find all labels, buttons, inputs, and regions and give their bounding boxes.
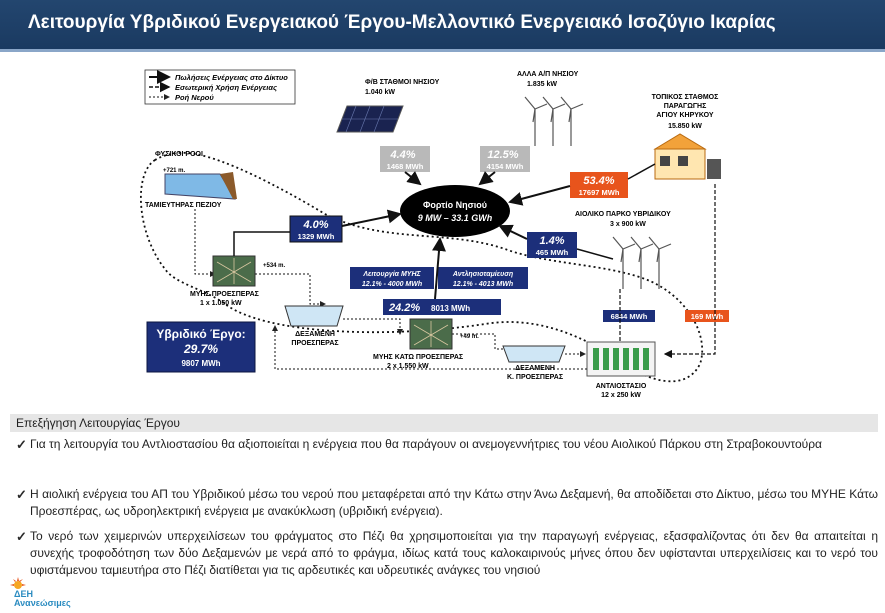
load-name: Φορτίο Νησιού bbox=[423, 200, 487, 210]
list-item: ✓ Η αιολική ενέργεια του ΑΠ του Υβριδικο… bbox=[10, 486, 878, 520]
load-value: 9 MW – 33.1 GWh bbox=[418, 213, 493, 223]
legend: Πωλήσεις Ενέργειας στο Δίκτυο Εσωτερική … bbox=[144, 69, 296, 105]
hpp-lower-pct: 24.2% bbox=[388, 302, 420, 314]
logo-text: ΔΕΗ Ανανεώσιμες bbox=[14, 590, 71, 608]
thermal-name-3: ΑΓΙΟΥ ΚΗΡΥΚΟΥ bbox=[656, 112, 714, 119]
list-item: ✓ Για τη λειτουργία του Αντλιοστασίου θα… bbox=[10, 436, 878, 453]
check-icon: ✓ bbox=[16, 487, 27, 502]
tank-prosperas-name-1: ΔΕΞΑΜΕΝΗ bbox=[295, 331, 335, 338]
hpp-operation-line-2: 12.1% - 4000 MWh bbox=[362, 281, 422, 288]
pump-station-power: 12 x 250 kW bbox=[601, 392, 641, 399]
pv-pct: 4.4% bbox=[389, 149, 415, 161]
wind-to-pump-energy: 6844 MWh bbox=[611, 312, 648, 321]
hybrid-wind-pct: 1.4% bbox=[539, 235, 564, 247]
list-item: ✓ Το νερό των χειμερινών υπερχειλίσεων τ… bbox=[10, 528, 878, 579]
pump-station-name: ΑΝΤΛΙΟΣΤΑΣΙΟ bbox=[596, 383, 647, 390]
hybrid-wind-name: ΑΙΟΛΙΚΟ ΠΑΡΚΟ ΥΒΡΙΔΙΚΟΥ bbox=[575, 211, 671, 218]
island-wind-power: 1.835 kW bbox=[527, 81, 557, 88]
grid-to-pump-energy: 169 MWh bbox=[691, 312, 724, 321]
thermal-pct: 53.4% bbox=[583, 175, 614, 187]
pump-storage-line-1: Αντλησιοταμίευση bbox=[452, 270, 513, 278]
legend-item-sales: Πωλήσεις Ενέργειας στο Δίκτυο bbox=[175, 73, 288, 82]
hpp-prosperas-name: ΜΥΗΣ ΠΡΟΕΣΠΕΡΑΣ bbox=[190, 291, 259, 298]
island-load: Φορτίο Νησιού 9 MW – 33.1 GWh bbox=[400, 185, 510, 237]
thermal-name-1: ΤΟΠΙΚΟΣ ΣΤΑΘΜΟΣ bbox=[652, 94, 719, 101]
reservoir-name: ΤΑΜΙΕΥΤΗΡΑΣ ΠΕΖΙΟΥ bbox=[145, 202, 222, 209]
header-bar: Λειτουργία Υβριδικού Ενεργειακού Έργου-Μ… bbox=[0, 0, 885, 52]
hpp-lower-prosperas: 24.2% 8013 MWh +49 m. ΜΥΗΣ ΚΑΤΩ ΠΡΟΕΣΠΕΡ… bbox=[373, 237, 511, 370]
hpp-prosperas: +534 m. ΜΥΗΣ ΠΡΟΕΣΠΕΡΑΣ 1 x 1.050 kW 4.0… bbox=[190, 209, 402, 307]
legend-item-water: Ροή Νερού bbox=[175, 93, 214, 102]
hpp-lower-power: 2 x 1.550 kW bbox=[387, 363, 429, 370]
logo-line-2: Ανανεώσιμες bbox=[14, 598, 71, 608]
wind-turbine-icon bbox=[524, 96, 584, 146]
hybrid-total: Υβριδικό Έργο: 29.7% 9807 MWh bbox=[146, 321, 256, 373]
island-wind-farm: ΑΛΛΑ Α/Π ΝΗΣΙΟΥ 1.835 kW 12.5% 4154 MWh bbox=[478, 71, 584, 186]
hybrid-boundary bbox=[139, 151, 704, 383]
pv-power: 1.040 kW bbox=[365, 89, 395, 96]
natural-flow-name: ΦΥΣΙΚΟΙ ΡΟΟΙ bbox=[155, 151, 203, 158]
pezi-elevation: +721 m. bbox=[163, 168, 186, 174]
energy-diagram: Πωλήσεις Ενέργειας στο Δίκτυο Εσωτερική … bbox=[125, 64, 765, 409]
thermal-power: 15.850 kW bbox=[668, 123, 702, 130]
check-icon: ✓ bbox=[16, 437, 27, 452]
island-wind-energy: 4154 MWh bbox=[487, 162, 524, 171]
thermal-name-2: ΠΑΡΑΓΩΓΗΣ bbox=[664, 103, 707, 110]
tank-prosperas: ΔΕΞΑΜΕΝΗ ΠΡΟΕΣΠΕΡΑΣ bbox=[284, 305, 403, 347]
explanation-title: Επεξήγηση Λειτουργίας Έργου bbox=[10, 414, 878, 432]
diagram-canvas: Πωλήσεις Ενέργειας στο Δίκτυο Εσωτερική … bbox=[139, 69, 729, 399]
tank-lower-prosperas: ΔΕΞΑΜΕΝΗ Κ. ΠΡΟΕΣΠΕΡΑΣ bbox=[502, 345, 586, 381]
legend-item-internal: Εσωτερική Χρήση Ενέργειας bbox=[175, 83, 277, 92]
hpp-lower-energy: 8013 MWh bbox=[431, 304, 470, 313]
island-wind-name: ΑΛΛΑ Α/Π ΝΗΣΙΟΥ bbox=[517, 71, 579, 78]
hpp-operation-line-1: Λειτουργία ΜΥΗΣ bbox=[362, 271, 421, 278]
thermal-energy: 17697 MWh bbox=[579, 188, 620, 197]
hpp-lower-name: ΜΥΗΣ ΚΑΤΩ ΠΡΟΕΣΠΕΡΑΣ bbox=[373, 354, 463, 361]
hpp-prosperas-energy: 1329 MWh bbox=[298, 232, 335, 241]
pump-station: ΑΝΤΛΙΟΣΤΑΣΙΟ 12 x 250 kW bbox=[272, 325, 656, 399]
bullet-text: Η αιολική ενέργεια του ΑΠ του Υβριδικού … bbox=[30, 487, 878, 518]
tank-lower-name-2: Κ. ΠΡΟΕΣΠΕΡΑΣ bbox=[507, 374, 563, 381]
bullet-text: Το νερό των χειμερινών υπερχειλίσεων του… bbox=[30, 529, 878, 577]
hybrid-pct: 29.7% bbox=[183, 342, 218, 356]
hpp-lower-elevation: +49 m. bbox=[460, 334, 479, 340]
company-logo bbox=[4, 576, 70, 608]
hpp-prosperas-elevation: +534 m. bbox=[263, 263, 286, 269]
power-plant-icon bbox=[653, 133, 721, 180]
hpp-prosperas-pct: 4.0% bbox=[302, 219, 328, 231]
thermal-station: ΤΟΠΙΚΟΣ ΣΤΑΘΜΟΣ ΠΑΡΑΓΩΓΗΣ ΑΓΙΟΥ ΚΗΡΥΚΟΥ … bbox=[508, 94, 721, 206]
check-icon: ✓ bbox=[16, 529, 27, 544]
hybrid-energy: 9807 MWh bbox=[181, 359, 220, 368]
hybrid-wind-park: ΑΙΟΛΙΚΟ ΠΑΡΚΟ ΥΒΡΙΔΙΚΟΥ 3 x 900 kW 1.4% … bbox=[498, 211, 672, 366]
pump-storage-label: Αντλησιοταμίευση 12.1% - 4013 MWh bbox=[438, 267, 528, 289]
sunburst-icon bbox=[10, 577, 26, 589]
pv-name: Φ/Β ΣΤΑΘΜΟΙ ΝΗΣΙΟΥ bbox=[365, 79, 440, 86]
logo-line-1: ΔΕΗ bbox=[14, 589, 33, 599]
pump-storage-line-2: 12.1% - 4013 MWh bbox=[453, 281, 513, 288]
bullet-text: Για τη λειτουργία του Αντλιοστασίου θα α… bbox=[30, 437, 822, 451]
island-wind-pct: 12.5% bbox=[487, 149, 518, 161]
pv-station: Φ/Β ΣΤΑΘΜΟΙ ΝΗΣΙΟΥ 1.040 kW 4.4% 1468 MW… bbox=[336, 79, 440, 186]
hybrid-title: Υβριδικό Έργο: bbox=[156, 327, 245, 341]
grid-to-pump: 169 MWh bbox=[663, 184, 729, 359]
hpp-operation-label: Λειτουργία ΜΥΗΣ 12.1% - 4000 MWh bbox=[350, 267, 434, 289]
tank-prosperas-name-2: ΠΡΟΕΣΠΕΡΑΣ bbox=[291, 340, 338, 347]
hybrid-wind-energy: 465 MWh bbox=[536, 248, 569, 257]
hpp-prosperas-power: 1 x 1.050 kW bbox=[200, 300, 242, 307]
page-title: Λειτουργία Υβριδικού Ενεργειακού Έργου-Μ… bbox=[28, 12, 776, 33]
pezi-reservoir: ΦΥΣΙΚΟΙ ΡΟΟΙ +721 m. ΤΑΜΙΕΥΤΗΡΑΣ ΠΕΖΙΟΥ bbox=[145, 151, 237, 277]
pv-energy: 1468 MWh bbox=[387, 162, 424, 171]
hybrid-wind-power: 3 x 900 kW bbox=[610, 221, 646, 228]
wind-turbine-icon bbox=[612, 236, 672, 289]
